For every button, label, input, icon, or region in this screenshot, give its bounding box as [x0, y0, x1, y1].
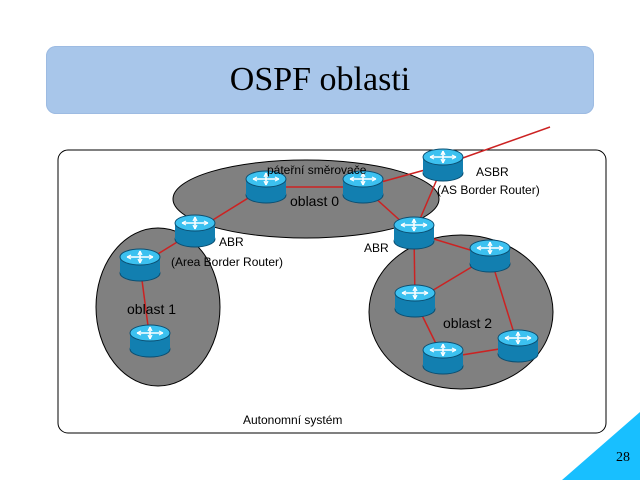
area-1-label: oblast 1 [127, 301, 176, 317]
router-icon [174, 214, 216, 248]
asbr-description: (AS Border Router) [437, 183, 540, 197]
router-icon [393, 216, 435, 250]
autonomous-system-label: Autonomní systém [243, 413, 342, 427]
router-icon [497, 329, 539, 363]
area-2-label: oblast 2 [443, 315, 492, 331]
router-icon [422, 341, 464, 375]
title-bar: OSPF oblasti [46, 46, 594, 114]
abr-right-label: ABR [364, 241, 389, 255]
asbr-label: ASBR [476, 165, 509, 179]
area-0-label: oblast 0 [290, 193, 339, 209]
abr-left-description: (Area Border Router) [171, 255, 283, 269]
slide-title: OSPF oblasti [229, 61, 411, 98]
router-icon [422, 148, 464, 182]
corner-decoration [562, 412, 640, 480]
abr-left-label: ABR [219, 235, 244, 249]
router-icon [119, 248, 161, 282]
backbone-routers-label: páteřní směrovače [267, 163, 367, 177]
router-icon [469, 239, 511, 273]
page-number: 28 [616, 450, 630, 465]
router-icon [394, 284, 436, 318]
router-icon [129, 324, 171, 358]
